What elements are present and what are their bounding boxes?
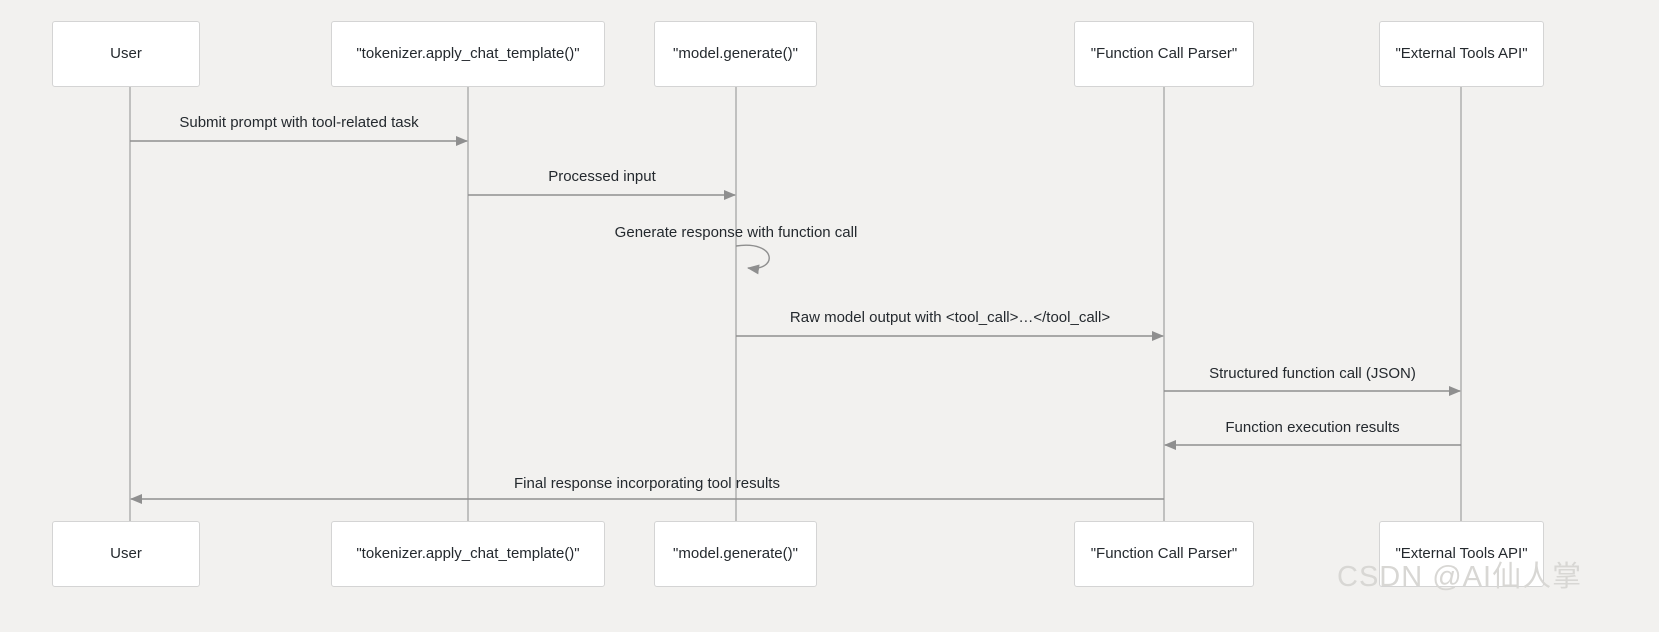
message-arrow-m3 <box>735 244 770 275</box>
message-label-m7: Final response incorporating tool result… <box>514 475 780 492</box>
actor-box-top-parser[interactable]: "Function Call Parser" <box>1074 21 1254 87</box>
actor-box-bottom-user[interactable]: User <box>52 521 200 587</box>
message-label-m3: Generate response with function call <box>614 224 858 241</box>
actor-label-tokenizer: "tokenizer.apply_chat_template()" <box>356 45 580 62</box>
actor-label-parser: "Function Call Parser" <box>1090 45 1238 62</box>
actor-label-user: User <box>110 545 142 562</box>
actor-label-tokenizer: "tokenizer.apply_chat_template()" <box>356 545 580 562</box>
message-label-m5: Structured function call (JSON) <box>1209 365 1416 382</box>
actor-box-top-user[interactable]: User <box>52 21 200 87</box>
actor-label-model: "model.generate()" <box>673 45 798 62</box>
actor-label-tools: "External Tools API" <box>1395 545 1528 562</box>
actor-box-top-tools[interactable]: "External Tools API" <box>1379 21 1544 87</box>
message-label-m1: Submit prompt with tool-related task <box>179 114 419 131</box>
watermark: CSDN @AI仙人掌 <box>1337 561 1583 593</box>
actor-box-bottom-model[interactable]: "model.generate()" <box>654 521 817 587</box>
actor-box-top-tokenizer[interactable]: "tokenizer.apply_chat_template()" <box>331 21 605 87</box>
message-label-m4: Raw model output with <tool_call>…</tool… <box>789 309 1111 326</box>
actor-label-user: User <box>110 45 142 62</box>
message-arrows-group <box>130 136 1461 504</box>
actor-label-model: "model.generate()" <box>673 545 798 562</box>
actor-label-parser: "Function Call Parser" <box>1090 545 1238 562</box>
lifelines-group <box>129 87 1462 521</box>
actor-label-tools: "External Tools API" <box>1395 45 1528 62</box>
message-label-m2: Processed input <box>548 168 656 185</box>
actor-box-bottom-tools[interactable]: "External Tools API" <box>1379 521 1544 587</box>
actor-box-bottom-parser[interactable]: "Function Call Parser" <box>1074 521 1254 587</box>
message-label-m6: Function execution results <box>1225 419 1400 436</box>
actor-box-top-model[interactable]: "model.generate()" <box>654 21 817 87</box>
actor-box-bottom-tokenizer[interactable]: "tokenizer.apply_chat_template()" <box>331 521 605 587</box>
